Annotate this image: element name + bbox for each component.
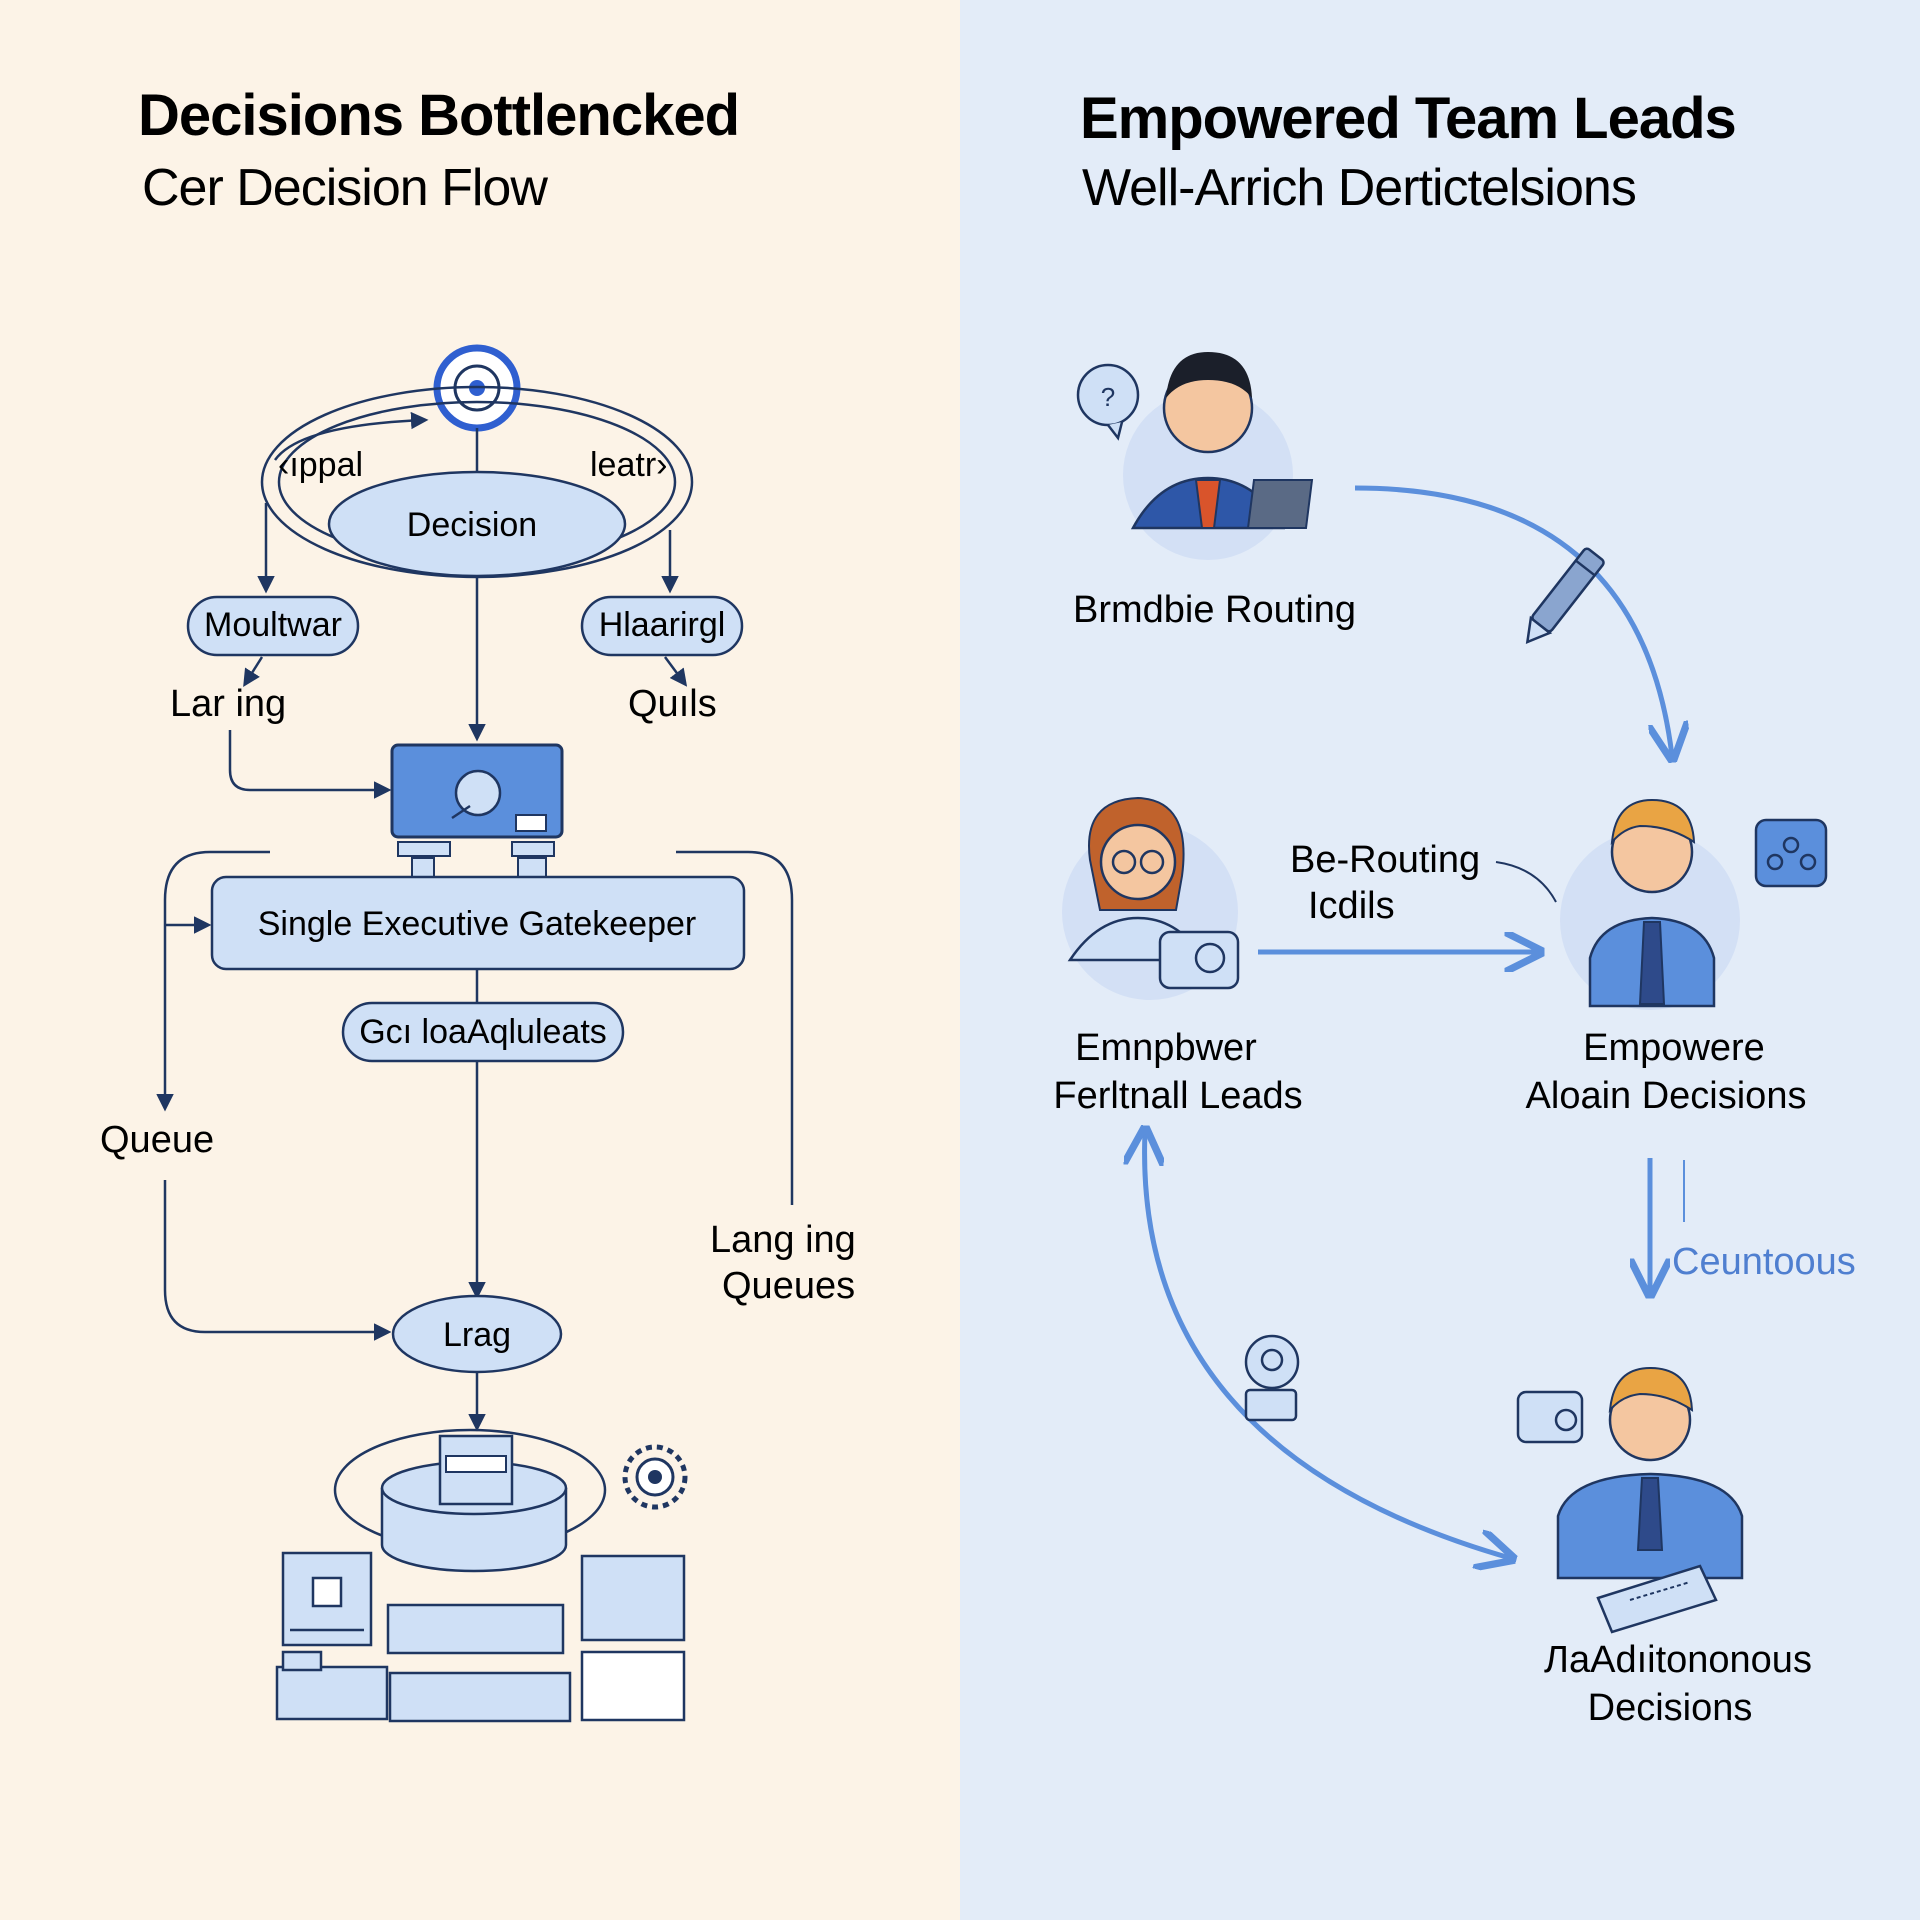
connector-branch-monitor xyxy=(228,730,392,799)
right-branch-node-label: Hlaarirgl xyxy=(599,606,726,644)
svg-text:?: ? xyxy=(1101,382,1115,412)
left-branch-node: Moultwar xyxy=(186,595,360,657)
message-bubble-icon xyxy=(1516,1390,1584,1444)
chat-bubble-icon xyxy=(1158,930,1240,990)
database-icon xyxy=(333,1428,607,1573)
top-person-label: Brmdbie Routing xyxy=(1073,589,1356,631)
left-branch-label: Lar ing xyxy=(170,683,286,725)
decision-node-label: Decision xyxy=(407,506,537,544)
left-title: Decisions Bottlencked xyxy=(138,83,739,148)
right-branch-label: Quıls xyxy=(628,683,717,725)
message-icon xyxy=(1754,818,1828,888)
right-subtitle: Well-Arrich Dertictelsions xyxy=(1082,159,1636,217)
ring-right-label: leatr› xyxy=(590,446,667,484)
right-title: Empowered Team Leads xyxy=(1080,86,1736,151)
lead-left-line2: Ferltnall Leads xyxy=(1053,1075,1302,1117)
ring-left-label: ‹ıppal xyxy=(278,446,363,484)
right-branch-node: Hlaarirgl xyxy=(580,595,744,657)
queue-label: Queue xyxy=(100,1119,214,1161)
decision-node: Decision xyxy=(327,470,627,578)
location-pin-icon xyxy=(1244,1334,1300,1422)
routing-pointer xyxy=(1495,861,1557,903)
side-label-line2: Queues xyxy=(722,1265,855,1307)
left-branch-tick xyxy=(243,656,264,687)
gatekeeper-node-label: Single Executive Gatekeeper xyxy=(258,905,696,943)
speech-bubble-icon: ? xyxy=(1076,363,1140,441)
queue-loop-right xyxy=(676,850,794,1205)
gatekeeper-node: Single Executive Gatekeeper xyxy=(210,875,746,971)
lead-right-avatar xyxy=(1560,798,1740,1010)
left-subtitle: Cer Decision Flow xyxy=(142,159,548,217)
file-stack-icon xyxy=(275,1551,686,1723)
continuous-label: Ceuntoous xyxy=(1672,1241,1856,1283)
bottom-label-line2: Decisions xyxy=(1588,1687,1753,1729)
gear-icon xyxy=(622,1444,688,1510)
routing-label-line1: Be-Routing xyxy=(1290,839,1480,881)
lag-node-label: Lrag xyxy=(443,1316,511,1354)
lead-right-line1: Empowere xyxy=(1583,1027,1765,1069)
arrow-exec-to-lead xyxy=(1354,485,1672,756)
bottom-label-line1: ЛaAdıitononous xyxy=(1544,1639,1812,1681)
requests-node: Gcı loaAqluleats xyxy=(341,1001,625,1063)
pencil-icon xyxy=(1525,547,1605,644)
left-branch-node-label: Moultwar xyxy=(204,606,342,644)
queue-loop-left xyxy=(156,850,270,1112)
monitor-icon xyxy=(390,743,564,879)
arrow-return-curve xyxy=(1145,1132,1510,1558)
side-label-line1: Lang ing xyxy=(710,1219,856,1261)
lead-right-line2: Aloain Decisions xyxy=(1526,1075,1807,1117)
connector-queue-lag xyxy=(163,1180,392,1341)
lead-left-line1: Emnpbwer xyxy=(1075,1027,1257,1069)
autonomous-avatar xyxy=(1556,1366,1744,1634)
executive-avatar xyxy=(1123,352,1314,560)
orbit-arrow-top xyxy=(273,411,429,461)
lag-node: Lrag xyxy=(391,1294,563,1374)
right-branch-tick xyxy=(663,656,688,687)
routing-label-line2: Icdils xyxy=(1308,885,1395,927)
requests-node-label: Gcı loaAqluleats xyxy=(359,1013,607,1051)
